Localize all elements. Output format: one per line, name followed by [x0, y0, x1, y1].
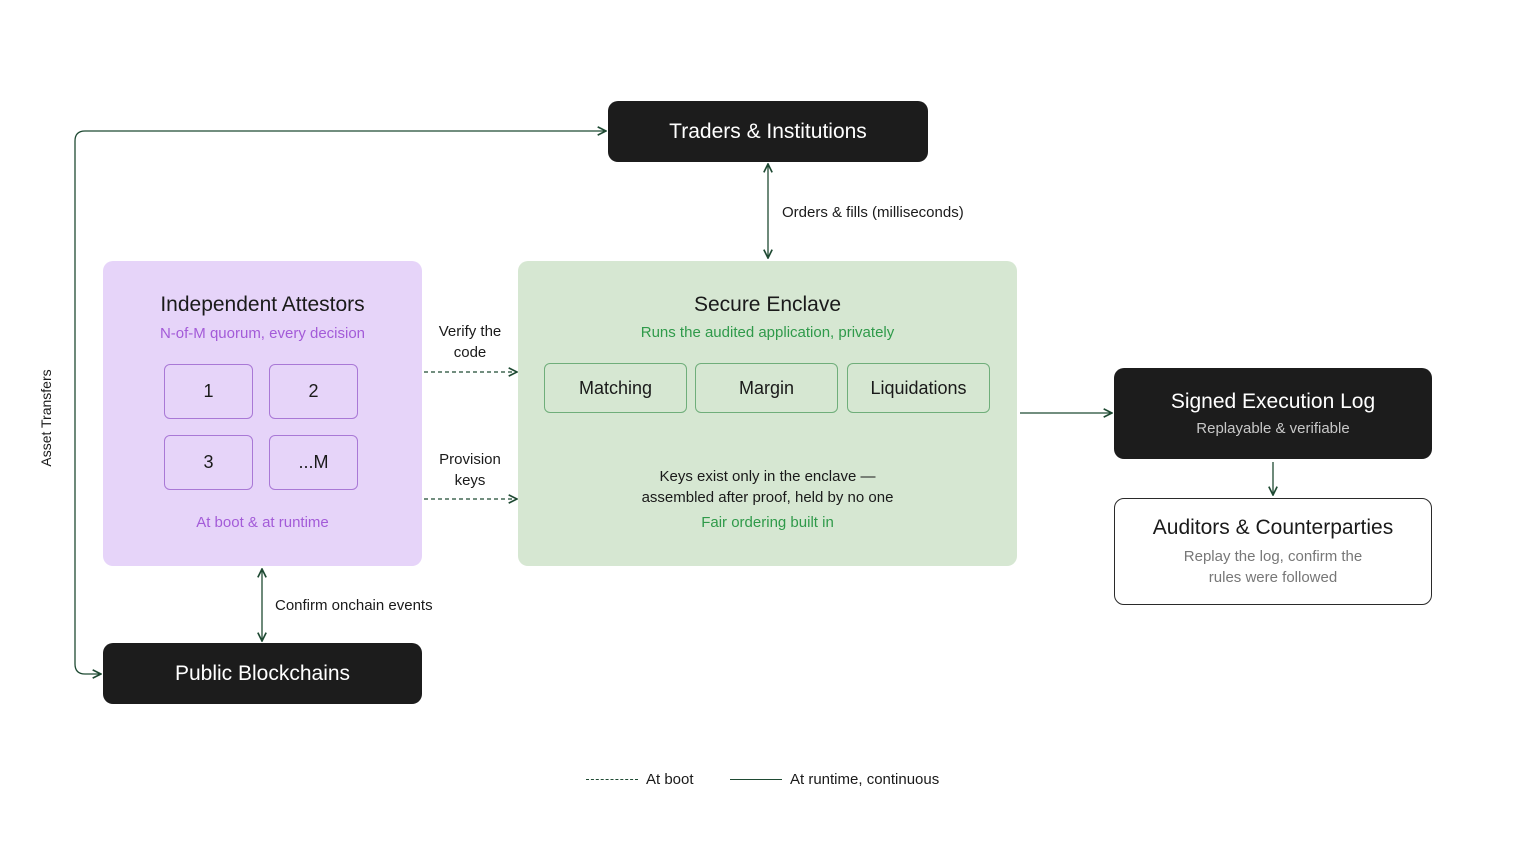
enclave-panel: Secure Enclave Runs the audited applicat… [518, 261, 1017, 566]
module-matching: Matching [544, 363, 687, 413]
traders-title: Traders & Institutions [669, 119, 867, 143]
attestors-footer: At boot & at runtime [196, 514, 329, 531]
legend-runtime-label: At runtime, continuous [790, 771, 940, 788]
signed-log-subtitle: Replayable & verifiable [1196, 420, 1350, 437]
legend-runtime: At runtime, continuous [730, 771, 939, 788]
signed-log-title: Signed Execution Log [1170, 390, 1376, 413]
signed-log-box: Signed Execution Log Replayable & verifi… [1114, 368, 1432, 459]
attestors-panel: Independent Attestors N-of-M quorum, eve… [103, 261, 422, 566]
blockchains-box: Public Blockchains [103, 643, 422, 704]
attestors-subtitle: N-of-M quorum, every decision [159, 325, 366, 342]
attestors-title: Independent Attestors [160, 293, 365, 316]
legend-boot-label: At boot [646, 771, 694, 788]
enclave-title: Secure Enclave [693, 293, 842, 316]
auditors-box: Auditors & Counterparties Replay the log… [1114, 498, 1432, 605]
attestor-cell-m: ...M [269, 435, 358, 490]
module-margin: Margin [695, 363, 838, 413]
auditors-subtitle: Replay the log, confirm the rules were f… [1183, 547, 1363, 586]
orders-label: Orders & fills (milliseconds) [782, 204, 964, 221]
asset-transfers-label: Asset Transfers [38, 369, 54, 467]
auditors-title: Auditors & Counterparties [1152, 515, 1394, 539]
enclave-fair-ordering: Fair ordering built in [701, 514, 834, 531]
blockchains-title: Public Blockchains [174, 661, 351, 685]
attestor-cell-2: 2 [269, 364, 358, 419]
attestor-cell-3: 3 [164, 435, 253, 490]
enclave-note-line2: assembled after proof, held by no one [641, 489, 894, 506]
enclave-note-line1: Keys exist only in the enclave — [659, 468, 876, 485]
confirm-label: Confirm onchain events [275, 597, 433, 614]
legend-solid-line [730, 779, 782, 780]
module-liquidations: Liquidations [847, 363, 990, 413]
traders-box: Traders & Institutions [608, 101, 928, 162]
attestor-cell-1: 1 [164, 364, 253, 419]
legend-dashed-line [586, 779, 638, 780]
provision-label: Provision keys [439, 451, 501, 489]
legend-boot: At boot [586, 771, 694, 788]
verify-label: Verify the code [438, 323, 502, 361]
enclave-subtitle: Runs the audited application, privately [640, 324, 895, 341]
